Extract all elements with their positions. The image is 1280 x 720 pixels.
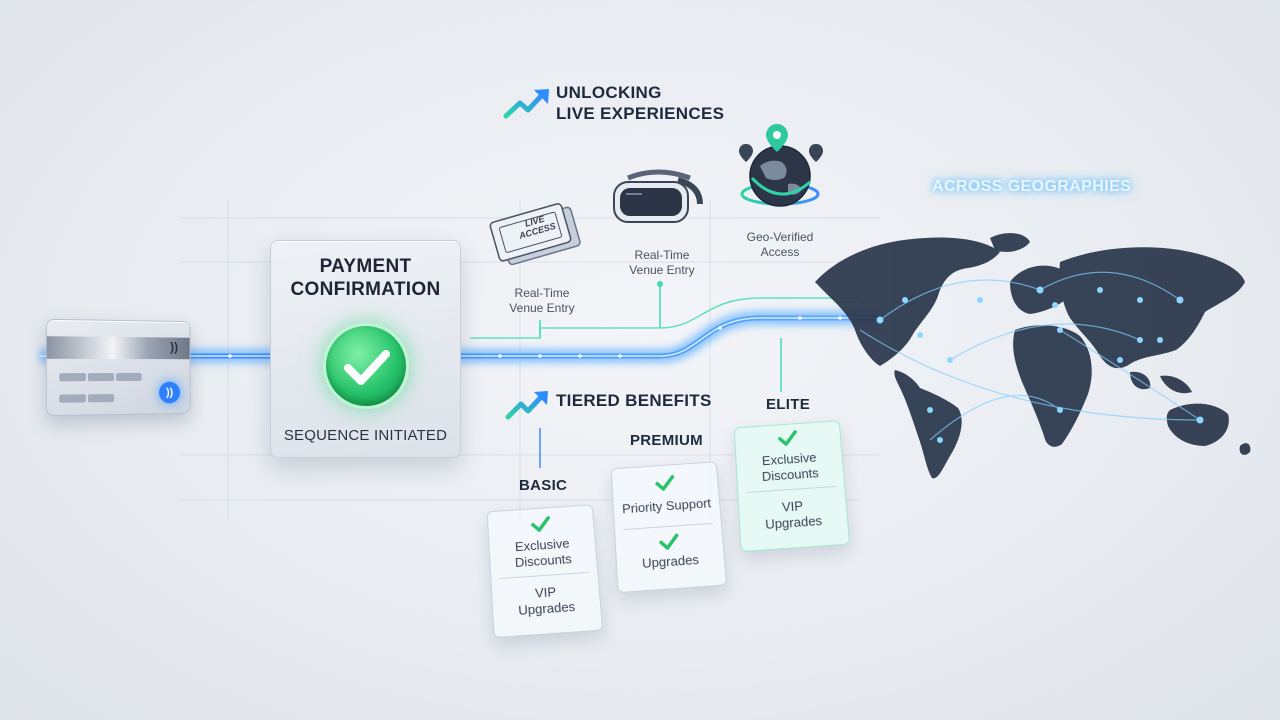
card-number-blocks (59, 373, 159, 416)
checkmark-icon (777, 430, 798, 447)
benefit-vip-upgrades: VIP Upgrades (492, 581, 601, 621)
tier-name-basic: BASIC (519, 477, 567, 494)
benefit-exclusive-discounts: Exclusive Discounts (489, 534, 596, 573)
tier-name-premium: PREMIUM (630, 432, 703, 449)
payment-status: SEQUENCE INITIATED (271, 427, 460, 444)
checkmark-icon (659, 533, 680, 550)
tier-card-elite: Exclusive Discounts VIP Upgrades (734, 420, 851, 552)
benefit-upgrades: Upgrades (617, 550, 725, 574)
trending-up-icon (503, 86, 551, 122)
feature-label-vr: Real-Time Venue Entry (620, 248, 704, 278)
feature-label-ticket: Real-Time Venue Entry (500, 286, 584, 316)
checkmark-icon (323, 323, 409, 409)
nfc-icon: )) (159, 382, 180, 404)
headline: UNLOCKING LIVE EXPERIENCES (556, 82, 724, 124)
geographies-heading: ACROSS GEOGRAPHIES (932, 178, 1131, 196)
vr-headset-icon (608, 168, 708, 230)
payment-confirmation-panel: PAYMENT CONFIRMATION SEQUENCE INITIATED (270, 240, 461, 458)
benefit-exclusive-discounts: Exclusive Discounts (736, 448, 843, 487)
globe-pin-icon (730, 122, 830, 218)
benefit-vip-upgrades: VIP Upgrades (739, 495, 848, 535)
checkmark-icon (530, 516, 551, 533)
tier-name-elite: ELITE (766, 396, 810, 413)
ticket-icon: LIVE ACCESS (484, 190, 594, 276)
tier-card-basic: Exclusive Discounts VIP Upgrades (487, 504, 604, 638)
tier-card-premium: Priority Support Upgrades (611, 461, 728, 593)
payment-title: PAYMENT CONFIRMATION (271, 255, 460, 301)
tiered-benefits-heading: TIERED BENEFITS (556, 390, 712, 411)
contactless-icon: )) (170, 340, 178, 355)
feature-label-geo: Geo-Verified Access (738, 230, 822, 260)
world-map (815, 233, 1250, 478)
benefit-priority-support: Priority Support (614, 495, 720, 518)
card-magnetic-stripe (47, 336, 190, 359)
checkmark-icon (655, 475, 676, 492)
trending-up-icon (505, 388, 549, 422)
credit-card: )) )) (46, 319, 191, 416)
